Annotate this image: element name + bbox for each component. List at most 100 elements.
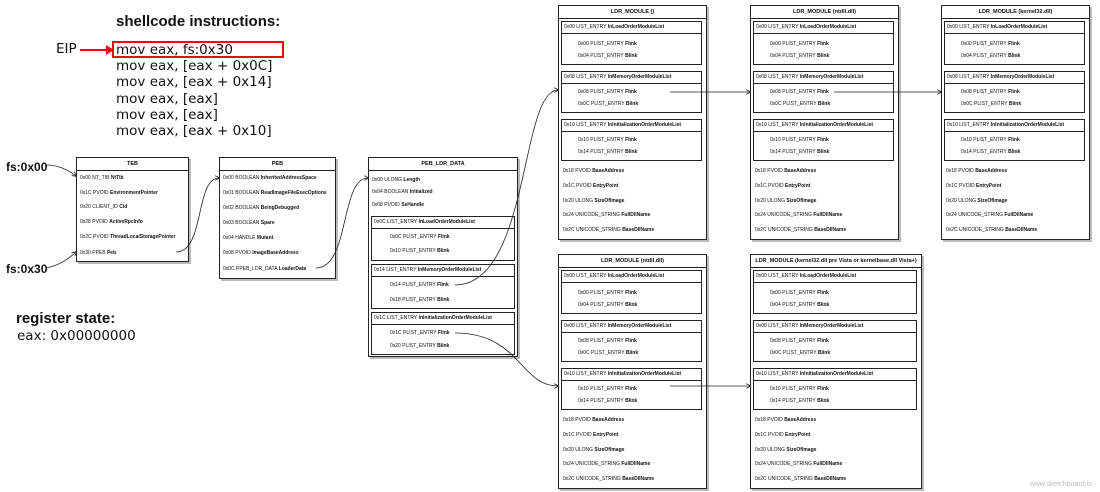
ldr-module-blink: 0x04 PLIST_ENTRY Blink (578, 53, 638, 59)
instruction-6: mov eax, [eax + 0x10] (116, 123, 272, 139)
peb-box: PEB 0x00 BOOLEAN InheritedAddressSpace 0… (219, 157, 336, 279)
ldr-module-list-header: 0x08 LIST_ENTRY InMemoryOrderModuleList (564, 74, 672, 80)
ldr-list-inload: 0x0C LIST_ENTRY InLoadOrderModuleList 0x… (371, 216, 515, 261)
ldr-module-field: 0x24 UNICODE_STRING FullDllName (755, 461, 843, 467)
ldr-module-blink: 0x04 PLIST_ENTRY Blink (961, 53, 1021, 59)
ldr-module-blink: 0x14 PLIST_ENTRY Blink (770, 149, 830, 155)
peb-field-loaderdata: 0x0C PPEB_LDR_DATA LoaderData (223, 266, 307, 272)
teb-field: 0x1C PVOID EnvironmentPointer (80, 190, 158, 196)
ldr-module-blink: 0x04 PLIST_ENTRY Blink (770, 302, 830, 308)
peb-ldr-data-title: PEB_LDR_DATA (369, 158, 517, 171)
ldr-module-field: 0x1C PVOID EntryPoint (755, 183, 811, 189)
arrow-ldr-mod3 (454, 332, 558, 386)
teb-title: TEB (77, 158, 188, 171)
ldr-list-inmemory: 0x14 LIST_ENTRY InMemoryOrderModuleList … (371, 264, 515, 309)
ldr-module-field: 0x20 ULONG SizeOfImage (563, 447, 625, 453)
ldr-module-list-header: 0x08 LIST_ENTRY InMemoryOrderModuleList (756, 323, 864, 329)
ldr-list-ininit: 0x1C LIST_ENTRY InInitializationOrderMod… (371, 312, 515, 355)
ldr-module-flink: 0x08 PLIST_ENTRY Flink (578, 338, 637, 344)
current-instruction-highlight (112, 41, 284, 58)
ldr-module-list-header: 0x10 LIST_ENTRY InInitializationOrderMod… (947, 122, 1065, 128)
ldr-module-field: 0x18 PVOID BaseAddress (563, 417, 625, 423)
teb-field-peb: 0x30 PPEB Peb (80, 250, 117, 256)
teb-box: TEB 0x00 NT_TIB NtTib 0x1C PVOID Environ… (76, 157, 189, 262)
arrow-fs0-teb (45, 164, 76, 176)
ldr-module-field: 0x2C UNICODE_STRING BaseDllName (563, 227, 655, 233)
ldr-module-ntdll-box: LDR_MODULE (ntdll.dll) 0x00 LIST_ENTRY In… (558, 254, 707, 489)
peb-ldr-data-box: PEB_LDR_DATA 0x00 ULONG Length 0x04 BOOL… (368, 157, 518, 357)
ldr-list-flink: 0x0C PLIST_ENTRY Flink (390, 234, 450, 240)
ldr-module-list-header: 0x00 LIST_ENTRY InLoadOrderModuleList (756, 273, 857, 279)
ldr-module-list-header: 0x08 LIST_ENTRY InMemoryOrderModuleList (947, 74, 1055, 80)
ldr-module-field: 0x20 ULONG SizeOfImage (755, 447, 817, 453)
ldr-module-blink: 0x0C PLIST_ENTRY Blink (578, 101, 639, 107)
ldr-module-field: 0x18 PVOID BaseAddress (946, 168, 1008, 174)
ldr-module-blink: 0x14 PLIST_ENTRY Blink (770, 398, 830, 404)
ldr-module-flink: 0x10 PLIST_ENTRY Flink (770, 386, 829, 392)
register-value: eax: 0x00000000 (17, 328, 136, 344)
ldr-module-flink: 0x10 PLIST_ENTRY Flink (578, 137, 637, 143)
ldr-module-list: 0x08 LIST_ENTRY InMemoryOrderModuleList 0… (561, 320, 702, 362)
ldr-module-list-header: 0x00 LIST_ENTRY InLoadOrderModuleList (564, 24, 665, 30)
ldr-module-list: 0x10 LIST_ENTRY InInitializationOrderMod… (561, 368, 702, 410)
fs30-label: fs:0x30 (6, 262, 48, 276)
ldr-module-list-header: 0x10 LIST_ENTRY InInitializationOrderMod… (564, 122, 682, 128)
ldr-module-title: LDR_MODULE (kernel32.dll) (942, 6, 1089, 19)
ldr-module-field: 0x2C UNICODE_STRING BaseDllName (755, 476, 847, 482)
ldr-module-field: 0x1C PVOID EntryPoint (563, 432, 619, 438)
instructions-title: shellcode instructions: (116, 13, 281, 30)
ldr-module-kernel32-box: LDR_MODULE (kernel32.dll) 0x00 LIST_ENTRY… (941, 5, 1090, 240)
instruction-5: mov eax, [eax] (116, 107, 218, 123)
peb-field: 0x03 BOOLEAN Spare (223, 220, 275, 226)
arrow-peb-ldr (315, 178, 368, 269)
ldr-module-blink: 0x0C PLIST_ENTRY Blink (578, 350, 639, 356)
ldr-module-list: 0x00 LIST_ENTRY InLoadOrderModuleList 0x0… (561, 21, 702, 65)
ldr-module-flink: 0x00 PLIST_ENTRY Flink (578, 41, 637, 47)
ldr-module-flink: 0x00 PLIST_ENTRY Flink (770, 41, 829, 47)
ldr-module-list: 0x00 LIST_ENTRY InLoadOrderModuleList 0x0… (753, 270, 917, 314)
ldr-module-title: LDR_MODULE (ntdll.dll) (559, 255, 706, 268)
ldr-module-blink: 0x04 PLIST_ENTRY Blink (578, 302, 638, 308)
ldr-module-field: 0x2C UNICODE_STRING BaseDllName (563, 476, 655, 482)
peb-field: 0x02 BOOLEAN BeingDebugged (223, 205, 300, 211)
ldr-module-blink: 0x0C PLIST_ENTRY Blink (770, 101, 831, 107)
arrow-ldr-mod0 (454, 90, 558, 286)
ldr-module-flink: 0x08 PLIST_ENTRY Flink (770, 89, 829, 95)
instruction-4: mov eax, [eax] (116, 91, 218, 107)
ldr-module-field: 0x20 ULONG SizeOfImage (946, 198, 1008, 204)
peb-title: PEB (220, 158, 335, 171)
ldr-module-field: 0x24 UNICODE_STRING FullDllName (946, 212, 1034, 218)
ldr-module-list-header: 0x10 LIST_ENTRY InInitializationOrderMod… (756, 122, 874, 128)
ldr-module-field: 0x20 ULONG SizeOfImage (755, 198, 817, 204)
ldr-module-list-header: 0x00 LIST_ENTRY InLoadOrderModuleList (947, 24, 1048, 30)
ldr-module-title: LDR_MODULE (kernel32.dll pre Vista or ke… (751, 255, 921, 268)
register-title: register state: (16, 310, 116, 327)
teb-field: 0x2C PVOID ThreadLocalStoragePointer (80, 234, 176, 240)
ldr-module-blink: 0x04 PLIST_ENTRY Blink (770, 53, 830, 59)
ldr-module-list-header: 0x10 LIST_ENTRY InInitializationOrderMod… (756, 371, 874, 377)
ldr-list-flink: 0x1C PLIST_ENTRY Flink (390, 330, 450, 336)
ldr-module-list-header: 0x08 LIST_ENTRY InMemoryOrderModuleList (564, 323, 672, 329)
ldr-module-flink: 0x08 PLIST_ENTRY Flink (770, 338, 829, 344)
eip-label: EIP (56, 41, 77, 57)
ldr-module-list-header: 0x00 LIST_ENTRY InLoadOrderModuleList (756, 24, 857, 30)
ldr-list-blink: 0x20 PLIST_ENTRY Blink (390, 343, 450, 349)
arrow-fs30-peb (45, 252, 76, 269)
ldr-module-field: 0x18 PVOID BaseAddress (563, 168, 625, 174)
ldr-field: 0x00 ULONG Length (372, 177, 421, 183)
ldr-module-flink: 0x10 PLIST_ENTRY Flink (770, 137, 829, 143)
ldr-module-flink: 0x10 PLIST_ENTRY Flink (578, 386, 637, 392)
ldr-field: 0x08 PVOID SsHandle (372, 202, 424, 208)
ldr-module-field: 0x1C PVOID EntryPoint (946, 183, 1002, 189)
ldr-module-list: 0x10 LIST_ENTRY InInitializationOrderMod… (753, 368, 917, 410)
ldr-module-field: 0x2C UNICODE_STRING BaseDllName (755, 227, 847, 233)
peb-field: 0x00 BOOLEAN InheritedAddressSpace (223, 175, 317, 181)
ldr-module-blink: 0x14 PLIST_ENTRY Blink (961, 149, 1021, 155)
teb-field: 0x00 NT_TIB NtTib (80, 175, 124, 181)
ldr-list-flink: 0x14 PLIST_ENTRY Flink (390, 282, 449, 288)
ldr-module-blink: 0x14 PLIST_ENTRY Blink (578, 398, 638, 404)
ldr-module-field: 0x24 UNICODE_STRING FullDllName (755, 212, 843, 218)
